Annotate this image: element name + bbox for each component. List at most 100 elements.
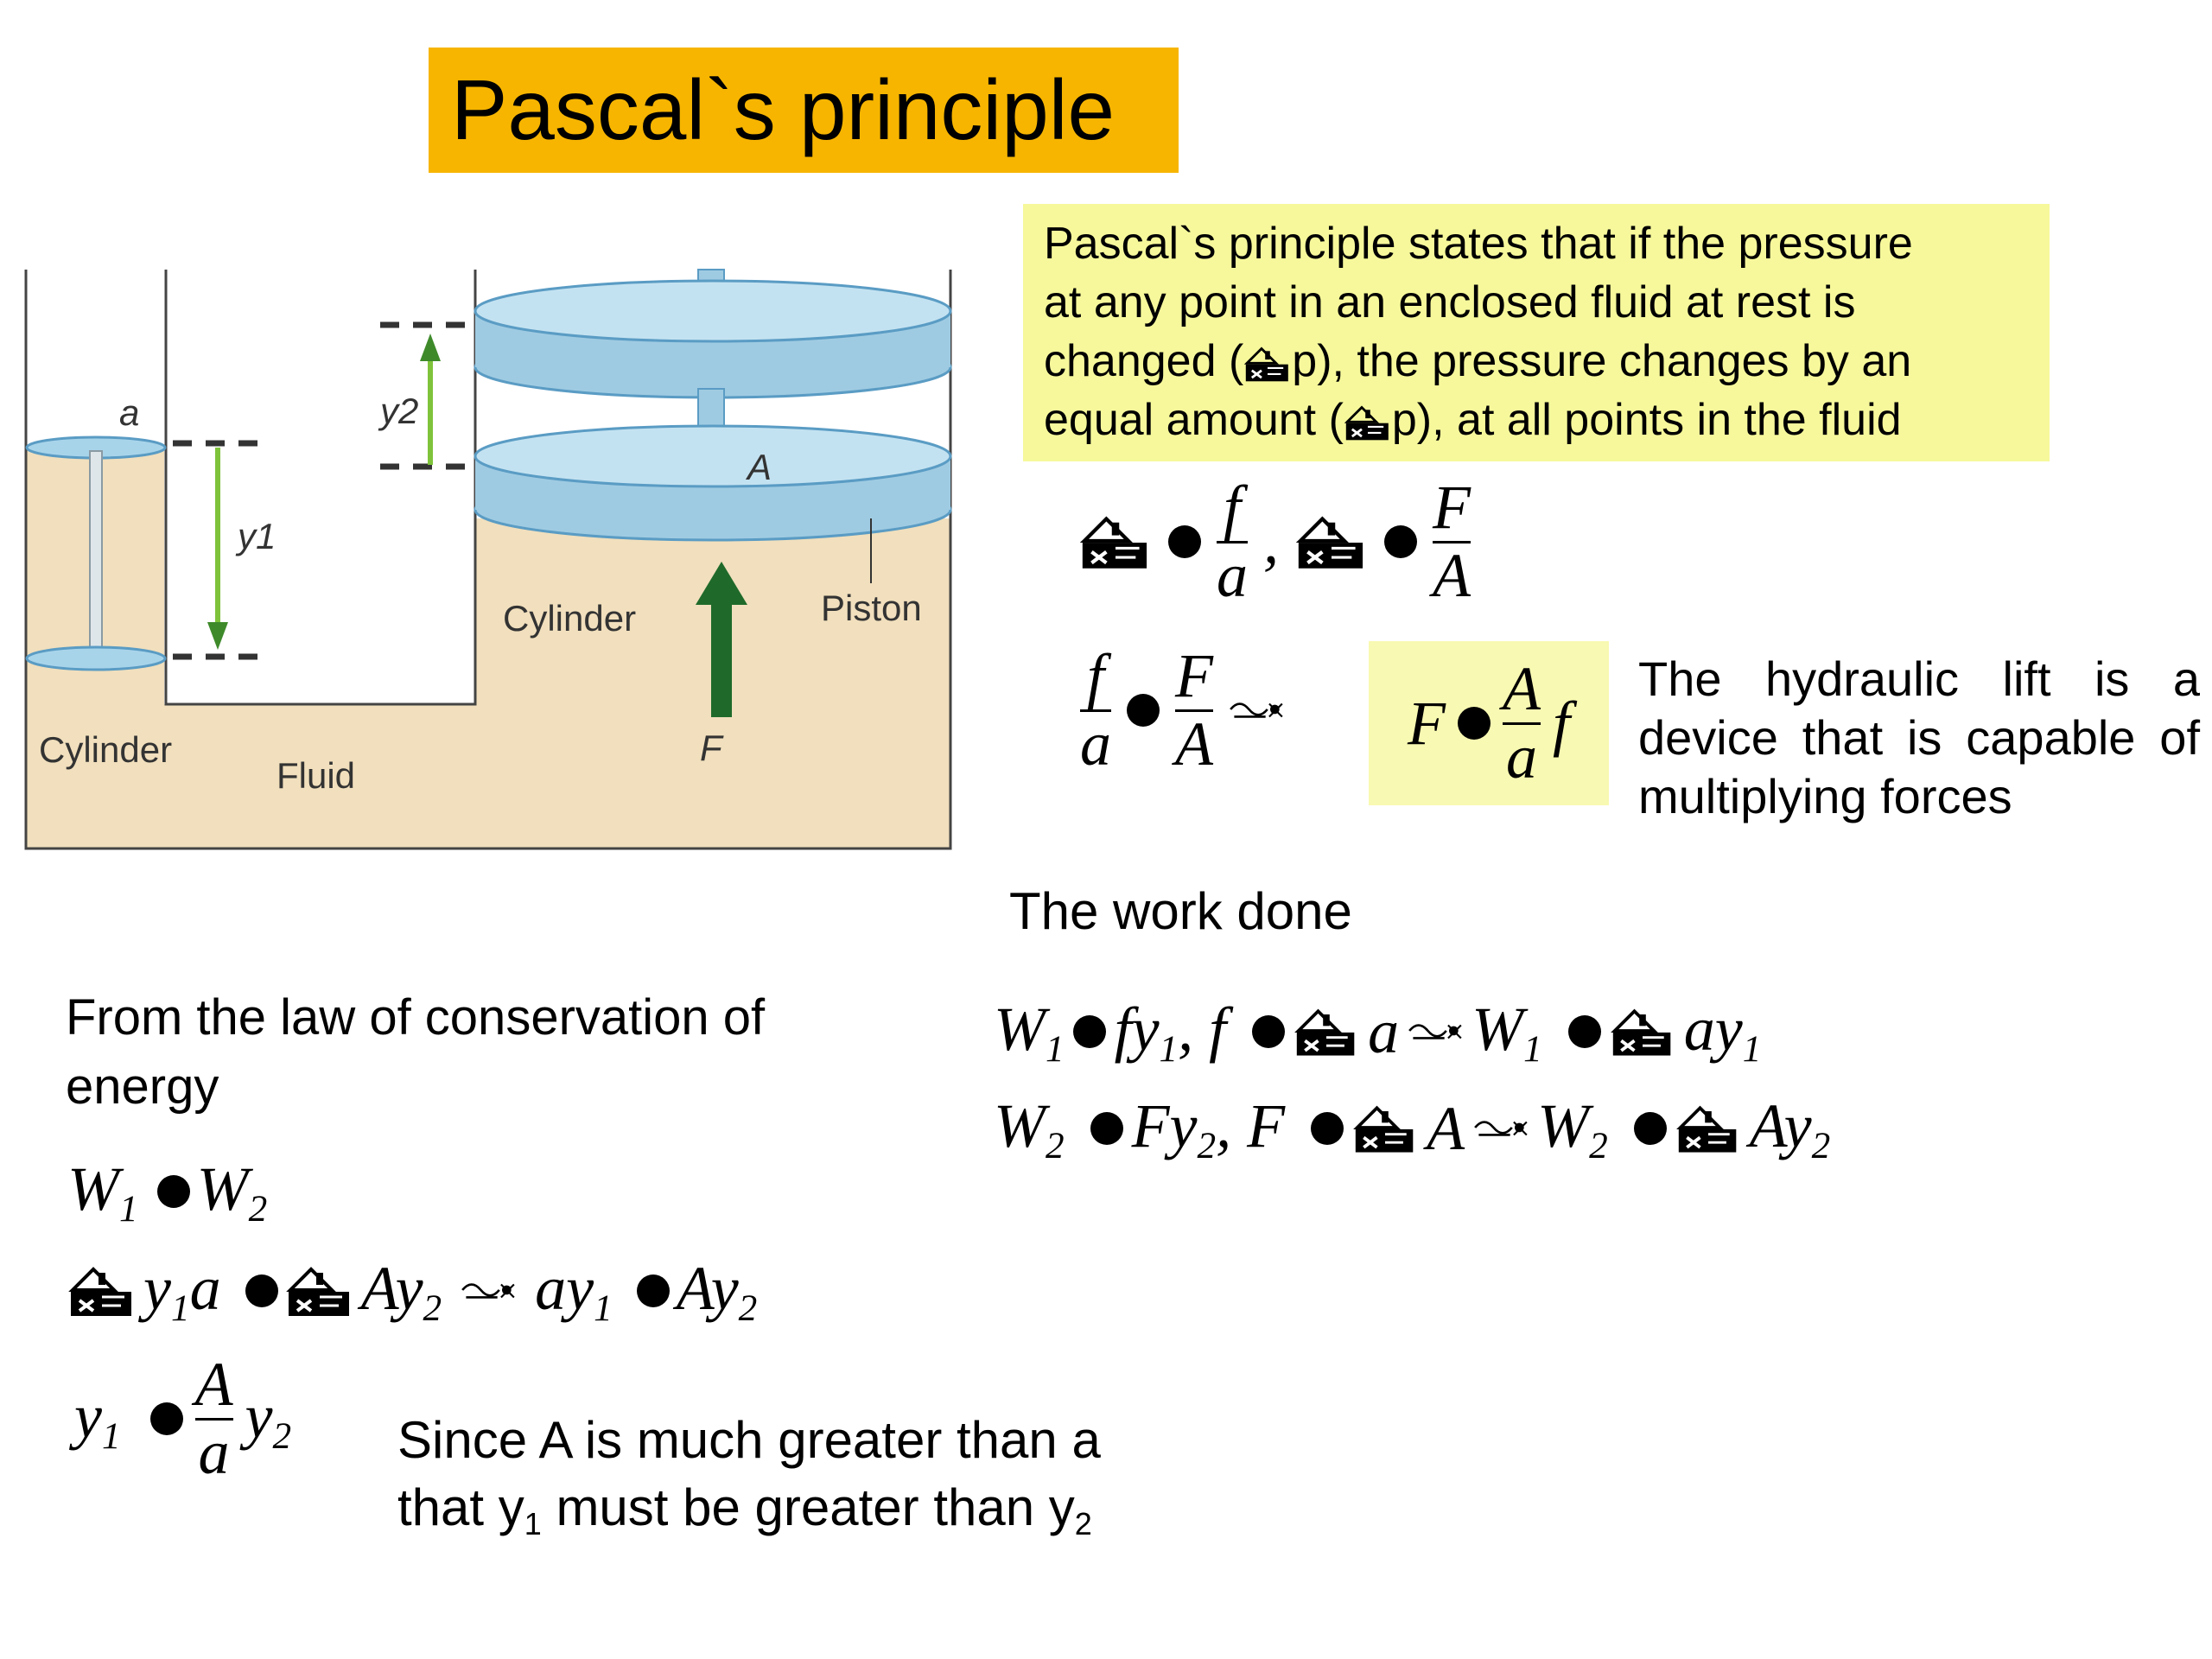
equals-dot bbox=[1633, 1112, 1667, 1146]
conclusion-line: that y1 must be greater than y2 bbox=[397, 1478, 1092, 1541]
fluid-region bbox=[26, 445, 950, 849]
equals-dot bbox=[245, 1274, 278, 1308]
work-done-heading: The work done bbox=[1009, 882, 1352, 940]
symbol-F: F bbox=[1408, 688, 1446, 758]
comma: , bbox=[1263, 506, 1279, 576]
term: W2 bbox=[1537, 1091, 1608, 1166]
term: y1 bbox=[74, 1381, 121, 1457]
large-piston-upper-top bbox=[474, 279, 952, 343]
denominator: a bbox=[1505, 721, 1537, 791]
energy-equation: W1 W2 bbox=[67, 1154, 267, 1230]
denominator: A bbox=[1433, 540, 1471, 610]
denominator: a bbox=[1080, 709, 1111, 779]
large-piston-lower-top bbox=[474, 424, 952, 488]
equals-dot bbox=[156, 1175, 190, 1209]
label-piston: Piston bbox=[821, 588, 922, 628]
conservation-line: energy bbox=[66, 1058, 219, 1115]
delta-p-icon bbox=[1294, 512, 1369, 572]
term: Ay2 bbox=[676, 1254, 758, 1329]
statement-line: Pascal`s principle states that if the pr… bbox=[1044, 219, 1913, 269]
equals-dot bbox=[1127, 694, 1160, 728]
term: W2 bbox=[994, 1091, 1065, 1166]
conclusion-line: Since A is much greater than a bbox=[397, 1411, 1101, 1469]
delta-p-icon bbox=[1676, 1106, 1738, 1154]
equals-dot bbox=[1090, 1112, 1123, 1146]
delta-symbol-icon bbox=[1244, 347, 1290, 383]
force-arrow-shaft bbox=[711, 596, 732, 717]
term: ay1 bbox=[1683, 995, 1762, 1070]
page-title-text: Pascal`s principle bbox=[451, 62, 1115, 157]
term: y2 bbox=[245, 1381, 292, 1457]
container-outline bbox=[24, 270, 952, 850]
label-y2: y2 bbox=[378, 391, 418, 431]
delta-p-icon bbox=[1353, 1106, 1415, 1154]
numerator: F bbox=[1175, 641, 1213, 710]
statement-text: equal amount ( bbox=[1044, 395, 1344, 445]
hydraulic-lift-diagram: a y2 y1 A Cylinder Piston Cylinder Fluid… bbox=[24, 269, 952, 850]
term: W1 bbox=[994, 995, 1065, 1070]
term: W2 bbox=[196, 1154, 268, 1230]
label-F: F bbox=[700, 728, 724, 768]
label-A: A bbox=[745, 447, 772, 487]
term: Ay2 bbox=[1749, 1091, 1831, 1166]
delta-p-icon bbox=[286, 1268, 351, 1319]
y2-guide bbox=[380, 321, 475, 470]
symbol-A: A bbox=[1427, 1093, 1465, 1163]
conclusion-text: Since A is much greater than a that y1 m… bbox=[397, 1407, 1101, 1558]
numerator: f bbox=[1223, 473, 1241, 542]
denominator: a bbox=[198, 1417, 230, 1487]
numerator: A bbox=[1502, 653, 1541, 723]
displacement-equation: y1a Ay2 ay1 Ay2 bbox=[67, 1253, 757, 1330]
inner-wall bbox=[164, 270, 477, 706]
term: y1a bbox=[143, 1254, 221, 1329]
implies-icon bbox=[1408, 1024, 1463, 1040]
implies-icon bbox=[1473, 1121, 1529, 1137]
term: W1 bbox=[67, 1154, 138, 1230]
delta-p-icon bbox=[1611, 1009, 1672, 1058]
statement-text: p), at all points in the fluid bbox=[1391, 395, 1902, 445]
equals-dot bbox=[1252, 1015, 1286, 1049]
implies-icon bbox=[1229, 702, 1284, 718]
hydraulic-lift-description: The hydraulic lift is a device that is c… bbox=[1638, 652, 2200, 823]
implies-icon bbox=[461, 1283, 516, 1300]
statement-line: at any point in an enclosed fluid at res… bbox=[1044, 277, 1856, 327]
equals-dot bbox=[1384, 525, 1417, 559]
label-a: a bbox=[119, 392, 139, 433]
page-title: Pascal`s principle bbox=[429, 48, 1179, 173]
equals-dot bbox=[1567, 1015, 1601, 1049]
y2-arrow-head bbox=[420, 334, 441, 361]
delta-symbol-icon bbox=[1344, 406, 1390, 442]
label-cylinder-left: Cylinder bbox=[39, 729, 172, 770]
small-piston-bottom bbox=[25, 645, 167, 671]
statement-text: changed ( bbox=[1044, 336, 1244, 386]
equals-dot bbox=[636, 1274, 670, 1308]
denominator: a bbox=[1217, 540, 1248, 610]
delta-p-icon bbox=[69, 1268, 133, 1319]
work-equation-2: W2 Fy2, F A W2 Ay2 bbox=[994, 1090, 1830, 1167]
statement-text: p), the pressure changes by an bbox=[1292, 336, 1912, 386]
y1-arrow-head bbox=[207, 622, 228, 650]
numerator: F bbox=[1433, 473, 1471, 542]
force-arrow-head bbox=[696, 562, 747, 605]
numerator: A bbox=[194, 1350, 233, 1419]
term: fy1, f bbox=[1114, 995, 1227, 1070]
equals-dot bbox=[1168, 525, 1201, 559]
equals-dot bbox=[1311, 1112, 1344, 1146]
equals-dot bbox=[149, 1402, 183, 1436]
denominator: A bbox=[1175, 709, 1213, 779]
symbol-f: f bbox=[1552, 688, 1570, 758]
delta-p-icon bbox=[1078, 512, 1153, 572]
delta-p-icon bbox=[1295, 1009, 1357, 1058]
term: Fy2, F bbox=[1131, 1091, 1286, 1166]
equals-dot bbox=[1457, 707, 1491, 740]
